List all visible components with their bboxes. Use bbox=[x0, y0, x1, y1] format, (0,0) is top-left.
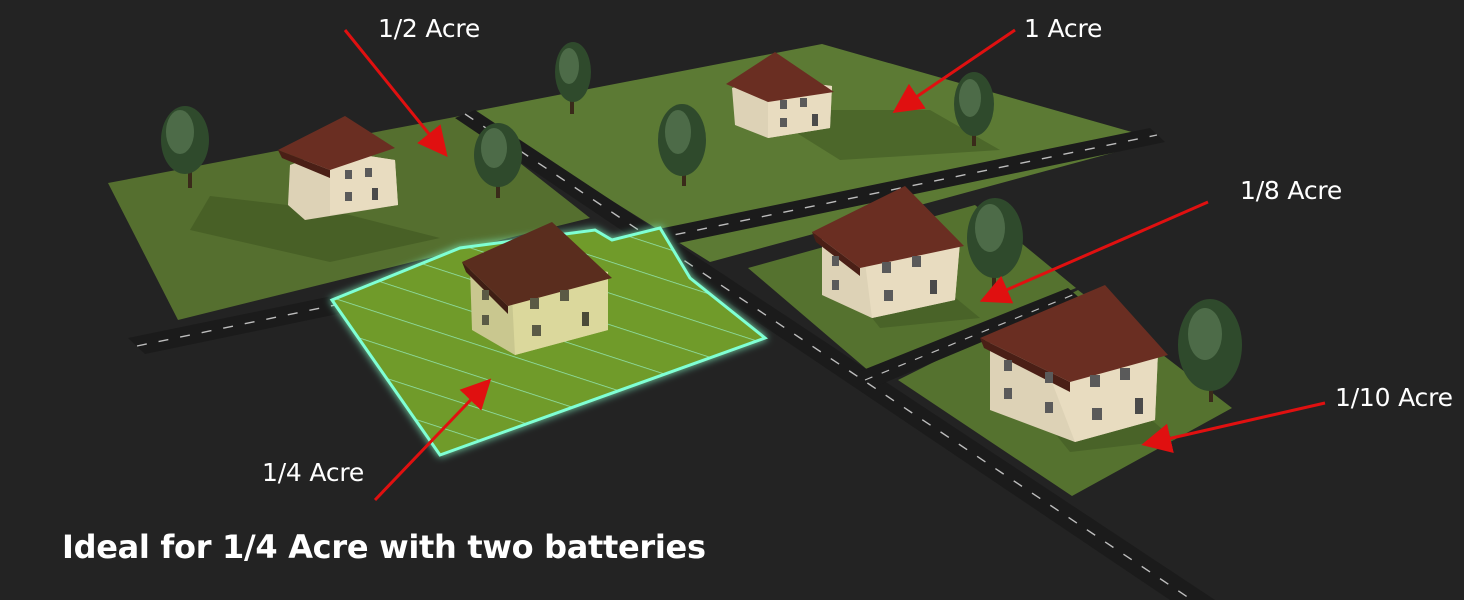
tree-icon bbox=[658, 104, 706, 186]
label-quarter-acre: 1/4 Acre bbox=[262, 458, 365, 487]
arrow-one-acre-icon bbox=[892, 28, 1016, 114]
tree-icon bbox=[954, 72, 994, 146]
arrow-half-acre-icon bbox=[343, 29, 448, 157]
road-side bbox=[858, 288, 1082, 388]
house-eighth-acre bbox=[812, 186, 964, 318]
label-one-acre: 1 Acre bbox=[1024, 14, 1103, 43]
arrow-tenth-acre-icon bbox=[1141, 401, 1326, 453]
arrow-quarter-acre-icon bbox=[373, 378, 492, 502]
headline: Ideal for 1/4 Acre with two batteries bbox=[62, 528, 706, 566]
label-tenth-acre: 1/10 Acre bbox=[1335, 383, 1453, 412]
tree-icon bbox=[1178, 299, 1242, 402]
arrow-eighth-acre-icon bbox=[979, 200, 1209, 304]
house-half-acre bbox=[278, 116, 398, 220]
label-half-acre: 1/2 Acre bbox=[378, 14, 481, 43]
house-quarter-acre bbox=[462, 222, 612, 355]
tree-icon bbox=[474, 123, 522, 198]
label-eighth-acre: 1/8 Acre bbox=[1240, 176, 1343, 205]
tree-icon bbox=[161, 106, 209, 188]
tree-icon bbox=[555, 42, 591, 114]
tree-icon bbox=[967, 198, 1023, 288]
house-one-acre bbox=[726, 52, 834, 138]
house-tenth-acre bbox=[980, 285, 1168, 442]
